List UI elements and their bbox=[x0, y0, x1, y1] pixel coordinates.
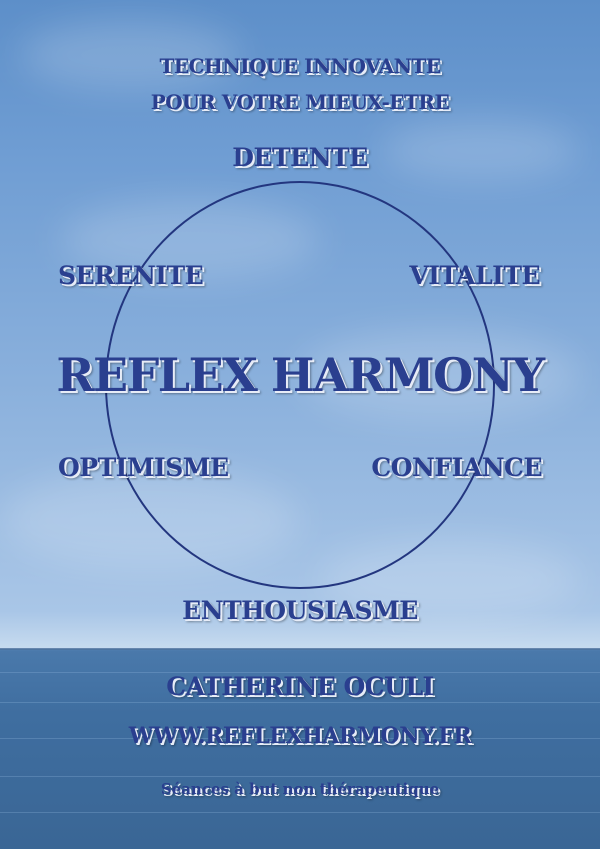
word-vitalite: VITALITE bbox=[409, 261, 540, 290]
harmony-circle bbox=[105, 181, 495, 589]
wave bbox=[0, 812, 600, 813]
wave bbox=[0, 672, 600, 673]
cloud bbox=[20, 20, 240, 90]
website-link[interactable]: WWW.REFLEXHARMONY.FR bbox=[128, 723, 472, 749]
word-optimisme: OPTIMISME bbox=[58, 453, 229, 482]
word-confiance: CONFIANCE bbox=[371, 453, 542, 482]
wave bbox=[0, 738, 600, 739]
tagline-line1: TECHNIQUE INNOVANTE bbox=[159, 54, 441, 78]
cloud bbox=[380, 120, 580, 180]
brand-title: REFLEX HARMONY bbox=[56, 348, 545, 402]
word-detente: DETENTE bbox=[232, 143, 368, 172]
word-enthousiasme: ENTHOUSIASME bbox=[182, 596, 418, 625]
wave bbox=[0, 702, 600, 703]
tagline-line2: POUR VOTRE MIEUX-ETRE bbox=[150, 90, 450, 114]
practitioner-name: CATHERINE OCULI bbox=[166, 672, 434, 701]
wave bbox=[0, 776, 600, 777]
disclaimer-text: Séances à but non thérapeutique bbox=[160, 780, 440, 798]
horizon-line bbox=[0, 648, 600, 650]
word-serenite: SERENITE bbox=[58, 261, 204, 290]
